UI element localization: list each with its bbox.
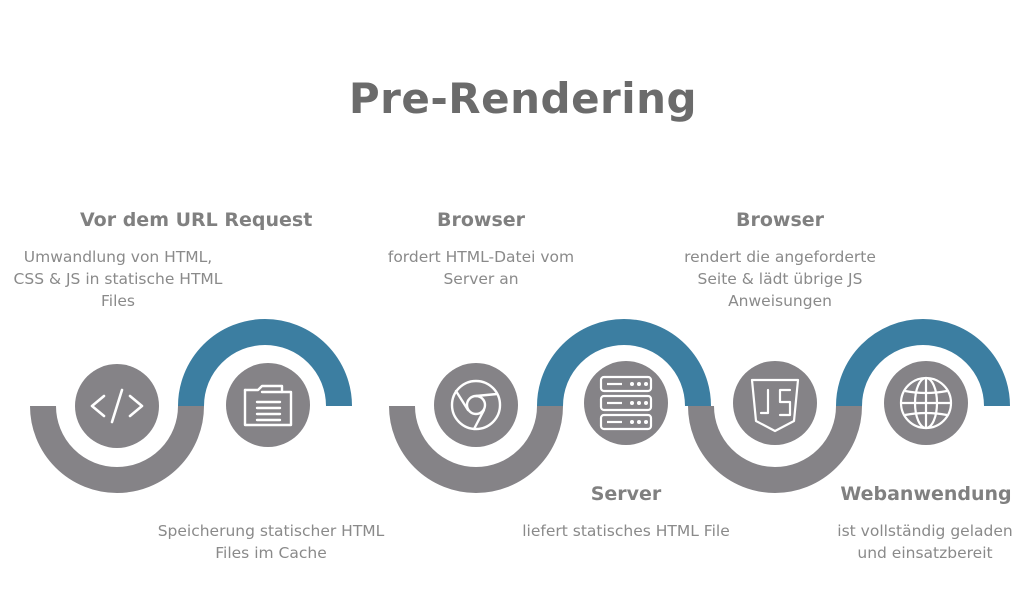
step1-heading: Vor dem URL Request — [80, 209, 313, 231]
icon-circle-5 — [733, 361, 817, 445]
wave-segment-teal-3 — [836, 319, 1010, 407]
step6-heading: Webanwendung — [840, 483, 1012, 505]
wave-segment-gray-1 — [30, 405, 204, 493]
code-icon — [90, 388, 144, 424]
wave-segment-teal-2 — [537, 319, 711, 407]
server-icon — [599, 375, 653, 431]
chrome-icon — [450, 379, 502, 431]
wave-segment-gray-2 — [389, 405, 563, 493]
folder-icon — [243, 384, 293, 427]
wave-segment-teal-1 — [178, 319, 352, 407]
icon-circle-2 — [226, 363, 310, 447]
step6-description: ist vollständig geladen und einsatzberei… — [837, 522, 1013, 562]
page-title: Pre-Rendering — [348, 74, 698, 123]
icon-circle-3 — [434, 363, 518, 447]
step5-description: rendert die angeforderte Seite & lädt üb… — [684, 248, 876, 310]
wave-segment-gray-3 — [688, 405, 862, 493]
step3-heading: Browser — [436, 209, 526, 231]
js-shield-icon — [750, 378, 800, 433]
icon-circle-4 — [584, 361, 668, 445]
step2-description: Speicherung statischer HTML Files im Cac… — [157, 522, 385, 562]
step4-description: liefert statisches HTML File — [522, 522, 730, 540]
step3-description: fordert HTML-Datei vom Server an — [387, 248, 575, 288]
globe-icon — [899, 376, 953, 430]
step5-heading: Browser — [735, 209, 825, 231]
step1-description: Umwandlung von HTML, CSS & JS in statisc… — [13, 248, 223, 310]
step4-heading: Server — [590, 483, 662, 505]
